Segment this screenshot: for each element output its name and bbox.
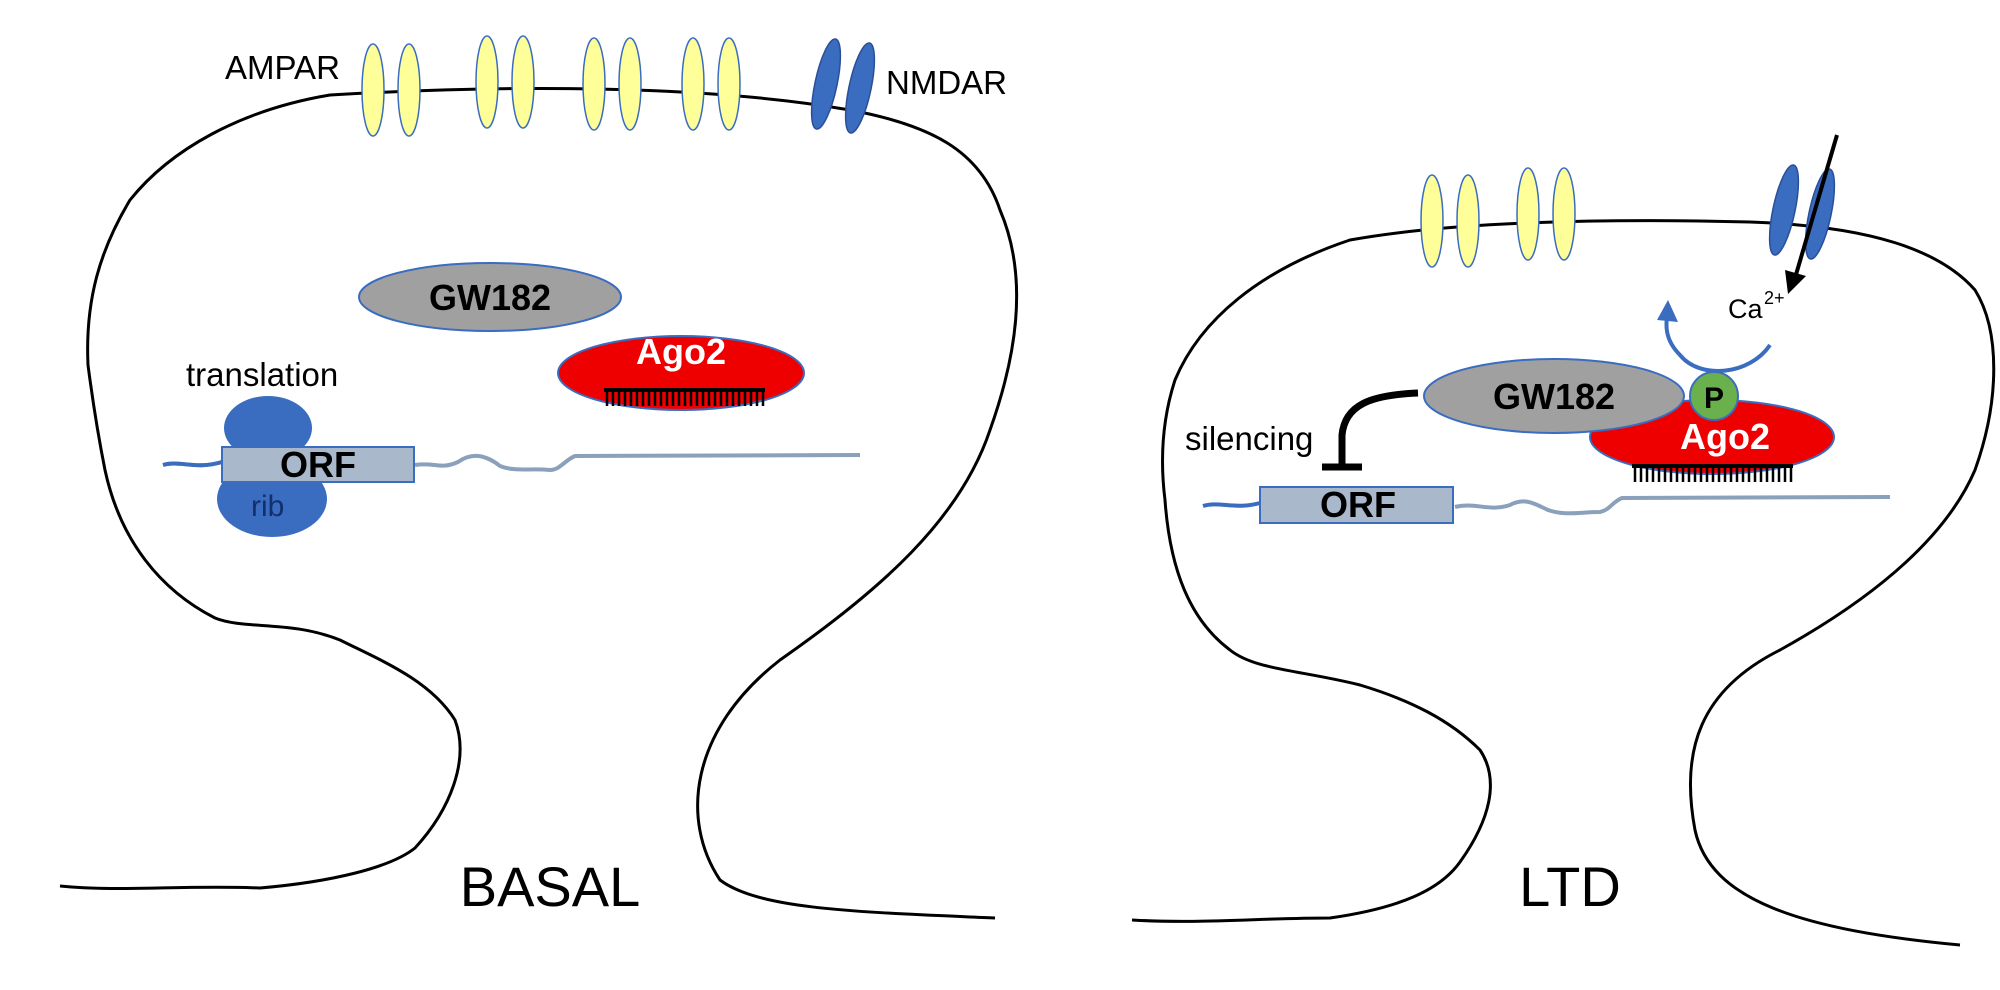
basal-orf-label: ORF (280, 444, 356, 485)
ltd-mirna-comb (1632, 464, 1793, 482)
silencing-inhibition-arrow (1322, 389, 1419, 471)
basal-nmdar-receptor (810, 38, 876, 134)
silencing-label: silencing (1185, 420, 1313, 457)
basal-panel: AMPAR NMDAR GW182 Ago2 ORF rib translati… (59, 35, 1019, 920)
basal-spine-outline (59, 86, 1019, 920)
basal-translation-label: translation (186, 356, 338, 393)
ampar-subunit (717, 37, 741, 131)
ampar-subunit (397, 43, 421, 137)
basal-ago2-label: Ago2 (636, 331, 726, 372)
basal-mrna-5prime (162, 460, 223, 468)
ltd-ago2-label: Ago2 (1680, 416, 1770, 457)
ltd-orf-box (1259, 486, 1454, 524)
ltd-mrna-strand (1454, 495, 1891, 516)
ampar-label: AMPAR (225, 49, 340, 86)
nmdar-subunit (1804, 168, 1836, 260)
ampar-subunit (1420, 174, 1444, 268)
basal-mirna-comb (604, 388, 765, 406)
ampar-subunit (618, 37, 642, 131)
phosphate-label: P (1704, 382, 1724, 415)
basal-gw182-label: GW182 (429, 277, 551, 318)
calcium-influx-arrow (1785, 134, 1839, 294)
ampar-subunit (681, 37, 705, 131)
ampar-subunit (1516, 167, 1540, 261)
basal-orf-box (221, 446, 415, 483)
ltd-panel: Ca 2+ Ago2 GW182 P silencing ORF (1131, 134, 1996, 947)
ampar-subunit (361, 43, 385, 137)
ampar-subunit (1552, 167, 1576, 261)
ltd-gw182-complex (1423, 358, 1685, 434)
ltd-mrna-5prime (1202, 501, 1261, 508)
ltd-panel-title: LTD (1519, 855, 1621, 918)
ltd-nmdar-receptor (1768, 164, 1836, 260)
calcium-charge-label: 2+ (1764, 288, 1785, 308)
ribosome-small-subunit (224, 396, 312, 460)
ltd-spine-outline (1131, 219, 1996, 947)
calcium-label: Ca (1728, 294, 1763, 324)
ampar-subunit (1456, 174, 1480, 268)
phosphate-group (1689, 371, 1739, 421)
ltd-ampar-receptors (1420, 167, 1576, 268)
basal-ampar-receptors (361, 35, 741, 137)
nmdar-label: NMDAR (886, 64, 1007, 101)
ltd-gw182-label: GW182 (1493, 376, 1615, 417)
ampar-subunit (475, 35, 499, 129)
basal-panel-title: BASAL (460, 855, 641, 918)
nmdar-subunit (1768, 164, 1800, 256)
nmdar-subunit (810, 38, 842, 130)
ltd-orf-label: ORF (1320, 484, 1396, 525)
ampar-subunit (582, 37, 606, 131)
phosphorylation-arrow (1657, 300, 1772, 373)
basal-gw182-complex (358, 262, 622, 332)
nmdar-subunit (844, 42, 876, 134)
basal-rib-label: rib (251, 490, 284, 523)
ampar-subunit (511, 35, 535, 129)
